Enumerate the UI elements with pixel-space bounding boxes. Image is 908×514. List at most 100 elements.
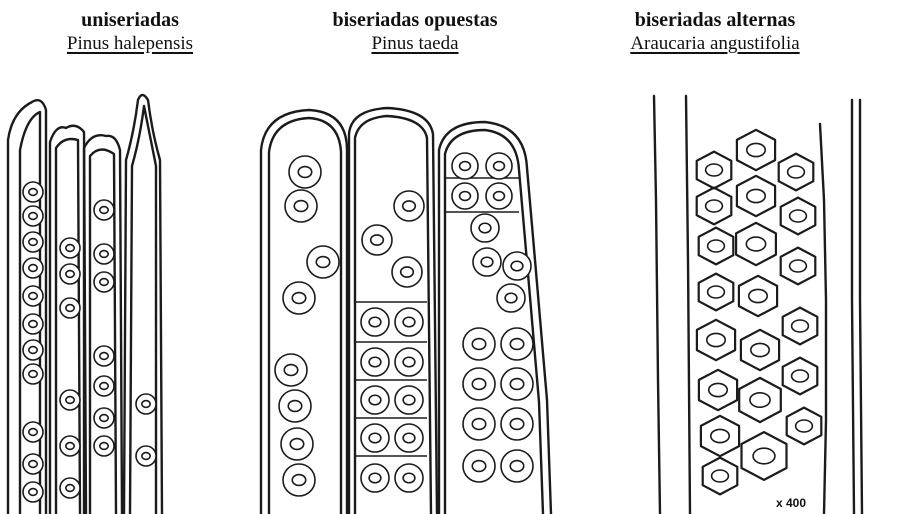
pit-aperture [481, 257, 493, 267]
pit-aperture [749, 289, 767, 302]
pit-aperture [472, 379, 485, 390]
pit-aperture [510, 339, 523, 350]
pit-aperture [369, 317, 381, 327]
pit-aperture [401, 267, 414, 277]
pit-aperture [298, 167, 311, 178]
pit-aperture [66, 485, 74, 492]
pit-aperture [29, 461, 37, 468]
pit-aperture [369, 473, 381, 483]
pit-aperture [292, 293, 305, 304]
pit-aperture [460, 162, 471, 171]
pit-aperture [100, 353, 108, 360]
pit-aperture [796, 420, 813, 432]
tracheid-wall [852, 100, 854, 514]
pit-aperture [100, 383, 108, 390]
pit-aperture [494, 162, 505, 171]
tracheid-wall [860, 100, 862, 514]
pit-aperture [29, 347, 37, 354]
pit-aperture [792, 320, 809, 332]
tracheid-wall [820, 124, 826, 514]
pit-aperture [706, 200, 723, 212]
pit-aperture [403, 433, 415, 443]
pit-aperture [66, 305, 74, 312]
pit-aperture [29, 293, 37, 300]
pit-aperture [290, 439, 303, 450]
pit-aperture [100, 251, 108, 258]
pit-aperture [747, 143, 765, 156]
pit-aperture [403, 357, 415, 367]
pit-aperture [472, 419, 485, 430]
pit-aperture [292, 475, 305, 486]
magnification-label: x 400 [776, 496, 806, 510]
pit-aperture [505, 293, 517, 303]
pit-aperture [792, 370, 809, 382]
alternate-pit-field [697, 130, 822, 495]
pit-aperture [29, 371, 37, 378]
pit-aperture [100, 279, 108, 286]
opposite-tracheid-drawing [255, 0, 575, 514]
pit-aperture [369, 395, 381, 405]
pit-aperture [29, 189, 37, 196]
pit-aperture [510, 379, 523, 390]
pit-aperture [709, 383, 727, 396]
pit-aperture [100, 443, 108, 450]
pit-aperture [472, 339, 485, 350]
pit-aperture [29, 321, 37, 328]
tracheid-wall [349, 108, 437, 514]
pit-aperture [100, 415, 108, 422]
pit-aperture [403, 395, 415, 405]
alternate-tracheid-drawing [590, 0, 908, 514]
pit-aperture [403, 473, 415, 483]
pit-aperture [288, 401, 301, 412]
pit-aperture [460, 192, 471, 201]
pit-aperture [66, 443, 74, 450]
pit-aperture [29, 429, 37, 436]
pit-aperture [510, 461, 523, 472]
pit-aperture [100, 207, 108, 214]
pit-aperture [316, 257, 329, 268]
pit-aperture [29, 265, 37, 272]
panel-uniseriate: uniseriadas Pinus halepensis [0, 0, 240, 514]
pit-aperture [706, 164, 723, 176]
pit-aperture [369, 357, 381, 367]
pit-aperture [371, 235, 384, 245]
tracheid-wall [56, 139, 80, 514]
pit-aperture [403, 317, 415, 327]
pit-aperture [753, 448, 775, 464]
pit-aperture [403, 201, 416, 211]
pit-aperture [66, 397, 74, 404]
pit-aperture [294, 201, 307, 212]
tracheid-wall [686, 96, 690, 514]
pit-aperture [511, 261, 523, 271]
pit-aperture [711, 429, 729, 442]
pit-aperture [29, 213, 37, 220]
pit-aperture [369, 433, 381, 443]
pit-aperture [790, 260, 807, 272]
pit-aperture [284, 365, 297, 376]
pit-aperture [788, 166, 805, 178]
tracheid-wall [654, 96, 660, 514]
pit-aperture [746, 237, 765, 251]
pit-aperture [712, 470, 729, 482]
pit-aperture [751, 343, 769, 356]
pit-aperture [29, 239, 37, 246]
pit-aperture [708, 286, 725, 298]
pit-aperture [790, 210, 807, 222]
pit-aperture [494, 192, 505, 201]
pit-aperture [708, 240, 725, 252]
pit-aperture [707, 333, 725, 346]
tracheid-wall [439, 122, 551, 514]
pit-aperture [750, 393, 770, 407]
bordered-pits [275, 153, 533, 496]
pit-aperture [472, 461, 485, 472]
pit-aperture [510, 419, 523, 430]
uniseriate-tracheid-drawing [0, 0, 240, 514]
pit-aperture [29, 489, 37, 496]
pit-aperture [66, 271, 74, 278]
pit-aperture [747, 189, 765, 202]
pit-aperture [142, 401, 150, 408]
panel-biseriate-alternate: biseriadas alternas Araucaria angustifol… [590, 0, 908, 514]
pit-aperture [142, 453, 150, 460]
pit-aperture [479, 223, 491, 233]
